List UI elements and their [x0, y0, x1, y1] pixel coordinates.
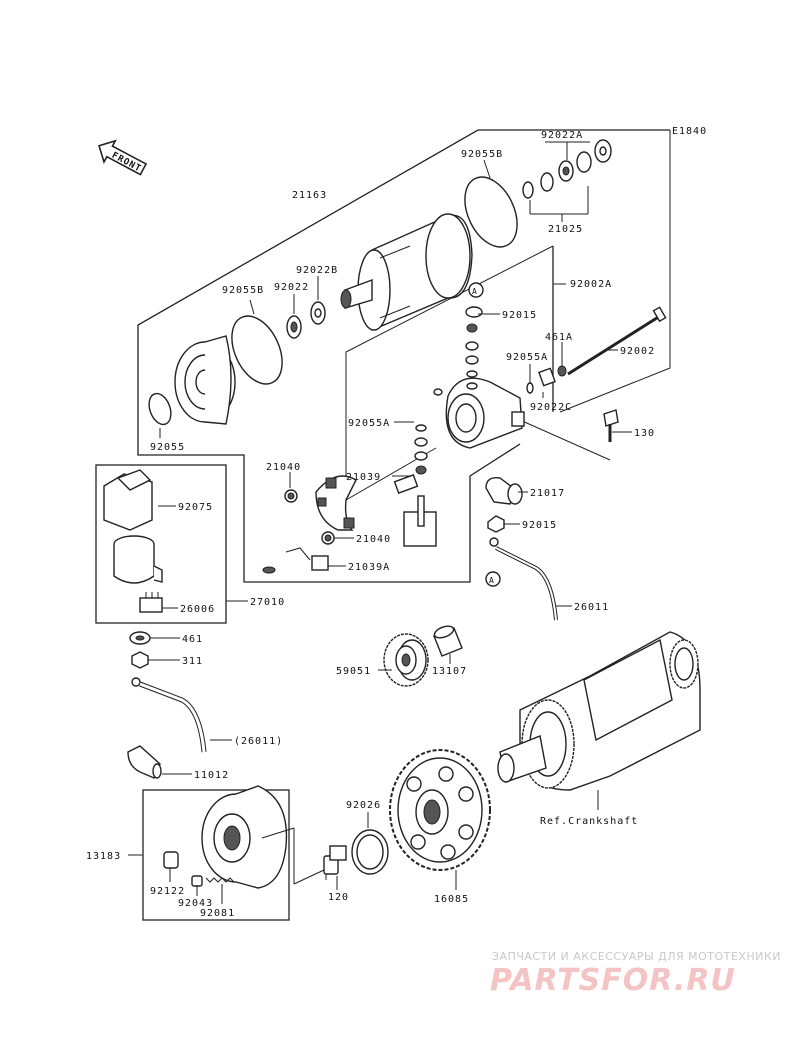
label-13107: 13107	[432, 666, 467, 677]
label-26006: 26006	[180, 604, 215, 615]
label-59051: 59051	[336, 666, 371, 677]
seal-461a	[526, 365, 567, 394]
brush-spring-21040-b	[321, 531, 335, 545]
cap-11012	[127, 745, 162, 779]
label-92043: 92043	[178, 898, 213, 909]
label-21017: 21017	[530, 488, 565, 499]
label-21039a: 21039A	[348, 562, 390, 573]
o-ring-92055b	[231, 315, 283, 385]
label-92055b-top: 92055B	[461, 149, 503, 160]
svg-text:A: A	[472, 287, 478, 296]
label-92055a-r: 92055A	[506, 352, 548, 363]
label-92055b: 92055B	[222, 285, 264, 296]
label-21039: 21039	[346, 472, 381, 483]
label-16085: 16085	[434, 894, 469, 905]
label-92002a: 92002A	[570, 279, 612, 290]
relay-box-27010	[95, 464, 227, 624]
label-461a: 461A	[545, 332, 573, 343]
label-92022: 92022	[274, 282, 309, 293]
diagram-code: E1840	[672, 126, 707, 137]
relay-cover-92075	[103, 469, 153, 531]
idler-gear-59051	[383, 633, 429, 687]
label-26011-paren: (26011)	[234, 736, 283, 747]
label-120: 120	[328, 892, 349, 903]
watermark-tagline: ЗАПЧАСТИ И АКСЕССУАРЫ ДЛЯ МОТОТЕХНИКИ	[492, 950, 781, 963]
label-21025: 21025	[548, 224, 583, 235]
starter-clutch	[201, 785, 288, 889]
label-461: 461	[182, 634, 203, 645]
clutch-roller-92122	[163, 851, 179, 869]
label-92055: 92055	[150, 442, 185, 453]
label-92022c: 92022C	[530, 402, 572, 413]
starter-front-cover	[174, 335, 236, 425]
label-21040-b: 21040	[356, 534, 391, 545]
label-21040-a: 21040	[266, 462, 301, 473]
label-92022b: 92022B	[296, 265, 338, 276]
clutch-pin-92043	[191, 875, 203, 887]
label-92081: 92081	[200, 908, 235, 919]
washer-92022b	[310, 301, 326, 325]
nut-311	[131, 651, 149, 669]
starter-motor-yoke	[340, 213, 473, 332]
front-arrow-icon: FRONT	[98, 139, 148, 176]
brush-spring-21040-a	[284, 489, 298, 503]
label-92122: 92122	[150, 886, 185, 897]
bolt-120	[323, 845, 347, 880]
part-labels: 92022A 92055B 21163 92022B 92055B 92022 …	[86, 130, 655, 919]
label-ref-crankshaft: Ref.Crankshaft	[540, 816, 638, 827]
o-ring-92055b-top	[464, 176, 518, 248]
starter-rear-cover	[433, 377, 525, 449]
idler-shaft-13107	[433, 625, 463, 657]
label-21163: 21163	[292, 190, 327, 201]
label-130: 130	[634, 428, 655, 439]
washer-461	[129, 631, 151, 645]
relay-connector-26006	[139, 592, 163, 613]
label-92002: 92002	[620, 346, 655, 357]
through-bolt-92002	[567, 306, 667, 376]
label-27010: 27010	[250, 597, 285, 608]
starter-lead-26011: A	[485, 537, 558, 621]
crankshaft	[497, 631, 701, 791]
label-92022a: 92022A	[541, 130, 583, 141]
brush-21039a	[262, 547, 329, 574]
o-ring-92055	[148, 392, 172, 426]
label-92055a-l: 92055A	[348, 418, 390, 429]
starter-relay	[113, 535, 163, 584]
label-11012: 11012	[194, 770, 229, 781]
leader-lines	[128, 141, 632, 904]
nut-stack-92015: A	[465, 282, 484, 390]
nut-92015	[487, 515, 505, 533]
starter-motor-frame	[137, 129, 671, 583]
battery-lead	[131, 677, 207, 753]
svg-text:A: A	[489, 576, 495, 585]
label-26011: 26011	[574, 602, 609, 613]
washer-set-21025	[522, 139, 612, 199]
label-92015-b: 92015	[522, 520, 557, 531]
bolt-130	[603, 409, 619, 442]
washer-92022	[286, 315, 302, 339]
label-92075: 92075	[178, 502, 213, 513]
label-92026: 92026	[346, 800, 381, 811]
clutch-spring-92081	[205, 877, 235, 883]
watermark-logo: PARTSFOR.RU	[490, 963, 736, 998]
terminal-cap-21017	[485, 477, 523, 505]
starter-gear-16085	[389, 749, 491, 871]
washer-92026	[351, 829, 389, 875]
label-13183: 13183	[86, 851, 121, 862]
brush-plate-21039	[315, 475, 357, 531]
label-311: 311	[182, 656, 203, 667]
brush-holder-21039	[393, 424, 437, 547]
label-92015-top: 92015	[502, 310, 537, 321]
